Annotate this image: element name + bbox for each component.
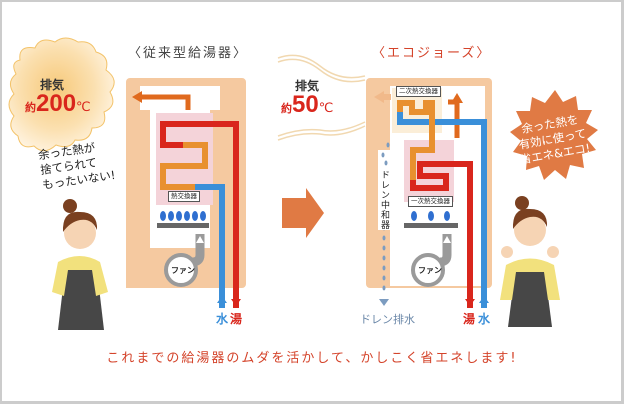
hot-out-arrow: [231, 299, 241, 306]
eco-exhaust-out-arrow: [374, 91, 384, 103]
fan-label: ファン: [171, 266, 195, 275]
ecojozu-title: 〈エコジョーズ〉: [372, 46, 492, 61]
water-in-arrow: [217, 296, 227, 303]
eco-water-in-arrow: [479, 296, 489, 303]
bottom-message: これまでの給湯器のムダを活かして、かしこく省エネします!: [106, 351, 518, 366]
temp-prefix: 約: [281, 102, 292, 115]
exhaust-wave-lines: [277, 54, 366, 141]
eco-exhaust-label: 排気: [295, 79, 320, 93]
transition-arrow: [282, 188, 324, 238]
drain-arrow: [379, 299, 389, 306]
conventional-title: 〈従来型給湯器〉: [128, 46, 249, 61]
eco-water-label: 水: [478, 312, 491, 326]
drain-water-label: ドレン排水: [360, 313, 415, 326]
temp-prefix: 約: [25, 101, 36, 114]
water-label: 水: [216, 312, 229, 326]
eco-hot-pipe: [410, 161, 473, 308]
burner-flames: [160, 211, 206, 221]
eco-burner-flames: [411, 211, 450, 221]
secondary-heat-exchanger-label: 二次熱交換器: [396, 86, 441, 97]
eco-fan-circle: [411, 253, 445, 287]
temp-value: 50: [292, 91, 319, 118]
heat-coil: [160, 142, 208, 190]
eco-hot-out-arrow: [465, 299, 475, 306]
temp-unit: ℃: [76, 100, 91, 115]
eco-heater: [366, 78, 492, 308]
savings-starburst: [510, 90, 598, 180]
temp-unit: ℃: [318, 101, 334, 116]
hot-exhaust-cloud: [8, 37, 115, 152]
exhaust-arrow: [132, 91, 142, 103]
cloud-exhaust-temp: 約200℃: [25, 90, 91, 118]
hot-water-label: 湯: [230, 312, 243, 326]
happy-woman-illustration: [500, 196, 560, 327]
worried-woman-illustration: [52, 199, 108, 330]
heat-exchanger-label: 熱交換器: [168, 191, 200, 202]
eco-fan-label: ファン: [418, 266, 442, 275]
eco-water-pipe: [397, 112, 487, 308]
burner-plate: [157, 223, 209, 228]
drain-neutralizer-label: ドレン中和器: [378, 170, 391, 230]
conventional-heater: [126, 78, 246, 308]
fan-circle: [164, 253, 198, 287]
primary-heat-exchanger-label: 一次熱交換器: [408, 196, 453, 207]
cloud-exhaust-label: 排気: [40, 78, 65, 92]
hot-pipe: [160, 121, 239, 308]
water-pipe: [195, 184, 225, 308]
eco-hot-water-label: 湯: [463, 312, 476, 326]
secondary-coil: [397, 100, 435, 180]
temp-value: 200: [36, 90, 77, 117]
eco-exhaust-temp: 約50℃: [281, 91, 333, 119]
